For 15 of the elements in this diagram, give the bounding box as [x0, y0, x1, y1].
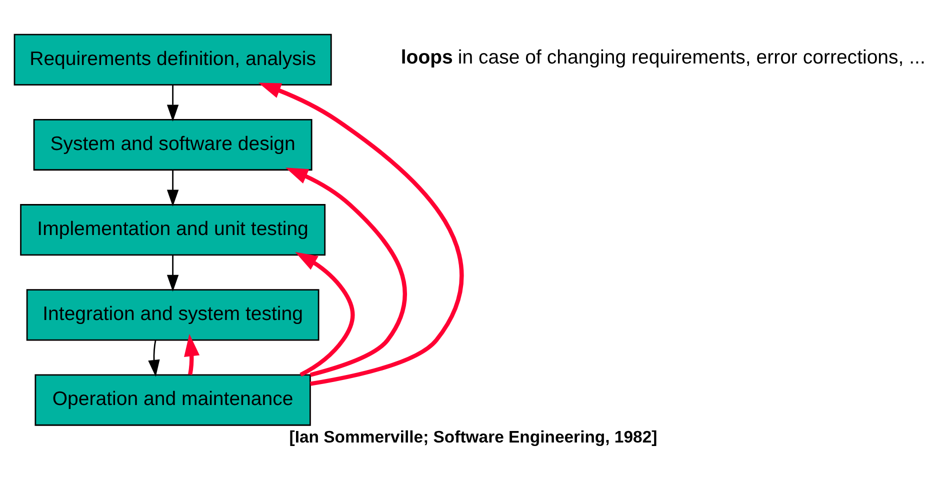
node-box: System and software design	[33, 118, 312, 170]
arrow	[286, 167, 407, 376]
node-box: Integration and system testing	[26, 288, 320, 340]
caption: [Ian Sommerville; Software Engineering, 1982]	[289, 427, 658, 446]
arrow	[258, 82, 464, 386]
node-box: Implementation and unit testing	[20, 204, 326, 256]
node-box: Requirements definition, analysis	[14, 33, 332, 85]
arrow	[166, 169, 179, 206]
arrow	[166, 84, 179, 121]
arrow	[148, 340, 160, 376]
arrow	[166, 254, 179, 292]
arrow	[184, 333, 200, 374]
node-box: Operation and maintenance	[34, 374, 311, 426]
label: loops in case of changing requirements, error corrections, ...	[400, 46, 926, 68]
arrow	[295, 251, 355, 376]
